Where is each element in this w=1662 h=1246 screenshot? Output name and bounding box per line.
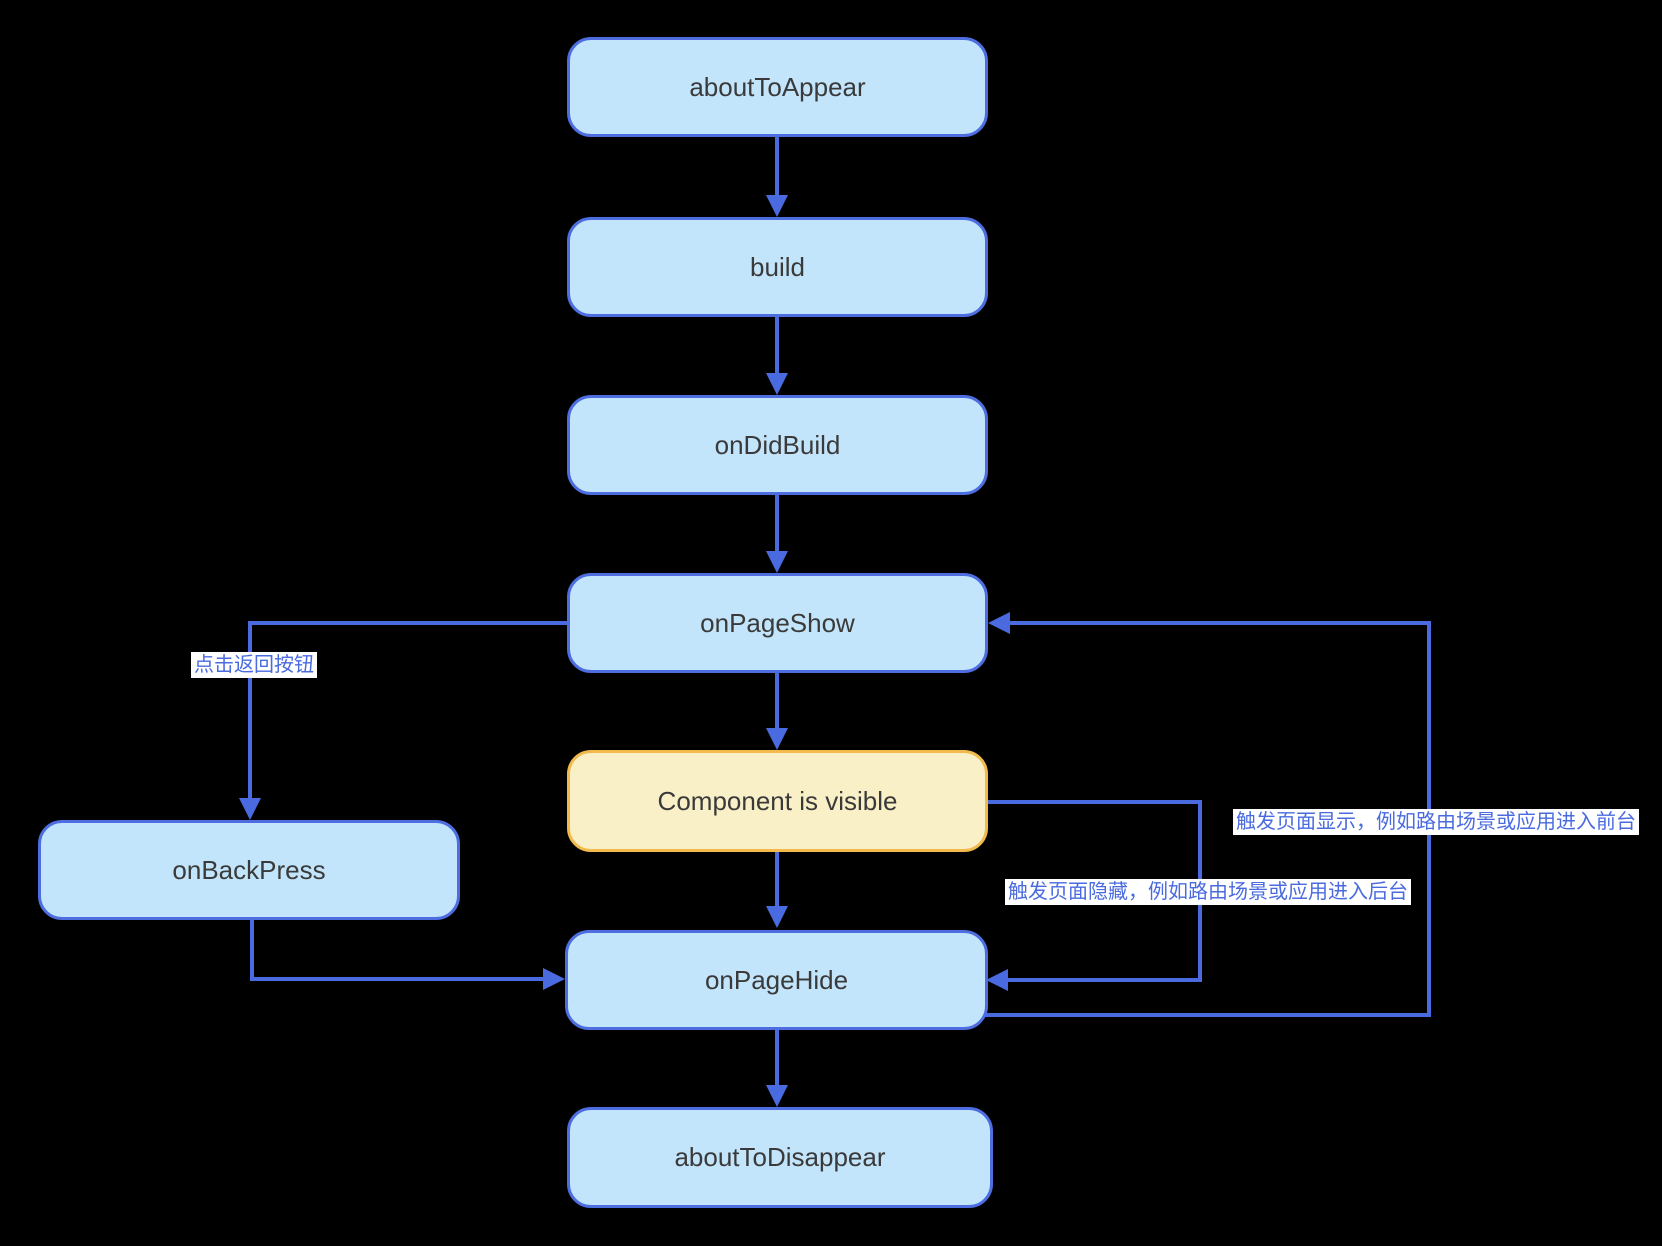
node-about-to-disappear: aboutToDisappear	[567, 1107, 993, 1208]
node-build: build	[567, 217, 988, 317]
edge-line	[775, 672, 779, 730]
arrowhead-down-icon	[766, 373, 788, 395]
node-label: onPageHide	[704, 964, 849, 995]
node-label: onBackPress	[172, 854, 326, 885]
node-on-did-build: onDidBuild	[567, 395, 988, 495]
edge-line	[1008, 978, 1200, 982]
edge-line	[775, 852, 779, 908]
arrowhead-down-icon	[766, 551, 788, 573]
arrowhead-left-icon	[986, 969, 1008, 991]
node-on-back-press: onBackPress	[38, 820, 460, 920]
node-label: build	[750, 251, 805, 282]
edge-label-show-trigger: 触发页面显示，例如路由场景或应用进入前台	[1233, 809, 1639, 835]
edge-line	[250, 920, 254, 979]
edge-line	[775, 1030, 779, 1087]
node-component-is-visible: Component is visible	[567, 750, 988, 852]
edge-line	[250, 621, 567, 625]
node-about-to-appear: aboutToAppear	[567, 37, 988, 137]
node-label: onPageShow	[700, 607, 855, 638]
arrowhead-left-icon	[988, 612, 1010, 634]
node-label: onDidBuild	[714, 429, 841, 460]
node-on-page-hide: onPageHide	[565, 930, 988, 1030]
edge-line	[985, 1013, 1431, 1017]
edge-label-hide-trigger: 触发页面隐藏，例如路由场景或应用进入后台	[1005, 879, 1411, 905]
arrowhead-down-icon	[766, 195, 788, 217]
node-label: aboutToAppear	[689, 71, 866, 102]
edge-line	[248, 621, 252, 798]
arrowhead-down-icon	[766, 1085, 788, 1107]
edge-label-back-press: 点击返回按钮	[191, 652, 317, 678]
node-label: Component is visible	[657, 785, 898, 816]
node-on-page-show: onPageShow	[567, 573, 988, 673]
edge-line	[988, 800, 1202, 804]
arrowhead-down-icon	[766, 728, 788, 750]
edge-line	[775, 136, 779, 197]
arrowhead-down-icon	[239, 798, 261, 820]
arrowhead-down-icon	[766, 906, 788, 928]
edge-line	[1010, 621, 1427, 625]
edge-line	[775, 495, 779, 553]
arrowhead-right-icon	[543, 968, 565, 990]
edge-line	[250, 977, 543, 981]
node-label: aboutToDisappear	[674, 1142, 886, 1172]
edge-line	[775, 317, 779, 375]
